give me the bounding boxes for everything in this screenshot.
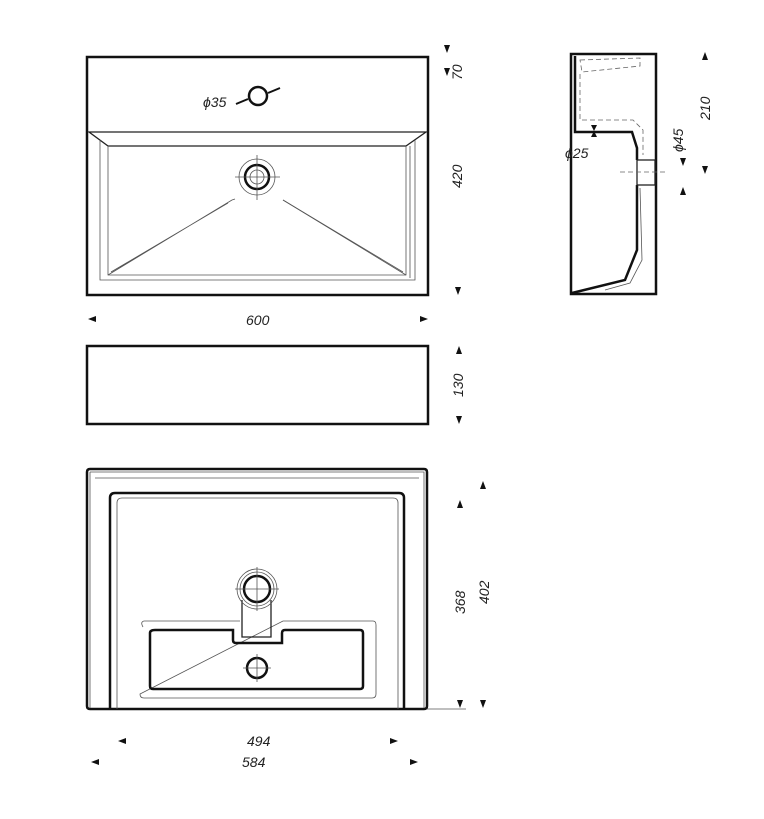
outer-width-label: 584 [242,754,266,770]
width-label: 600 [246,312,270,328]
drain-outlet [636,159,656,186]
bottom-view: 368 402 494 584 [85,467,492,770]
back-depth-label: 70 [449,64,465,80]
inner-width-label: 494 [247,733,271,749]
overflow-label: ϕ25 [565,145,589,161]
top-view: ϕ35 600 70 420 [85,45,465,328]
inner-depth-label: 368 [452,590,468,614]
front-view-outline [85,344,430,426]
top-view-outline [85,55,430,297]
side-view-outline [569,52,658,296]
back-ledge [87,131,429,147]
height-210-label: 210 [697,96,713,121]
tap-hole-icon [247,85,269,107]
tap-hole-label: ϕ35 [203,94,227,110]
side-view: ϕ25 ϕ45 210 [565,52,713,296]
front-height-label: 130 [450,373,466,397]
outer-depth-label: 402 [476,580,492,604]
drain-diameter-label: ϕ45 [670,128,686,152]
bottom-view-outline [85,467,429,711]
front-view: 130 [85,344,466,426]
bowl-depth-label: 420 [449,164,465,188]
